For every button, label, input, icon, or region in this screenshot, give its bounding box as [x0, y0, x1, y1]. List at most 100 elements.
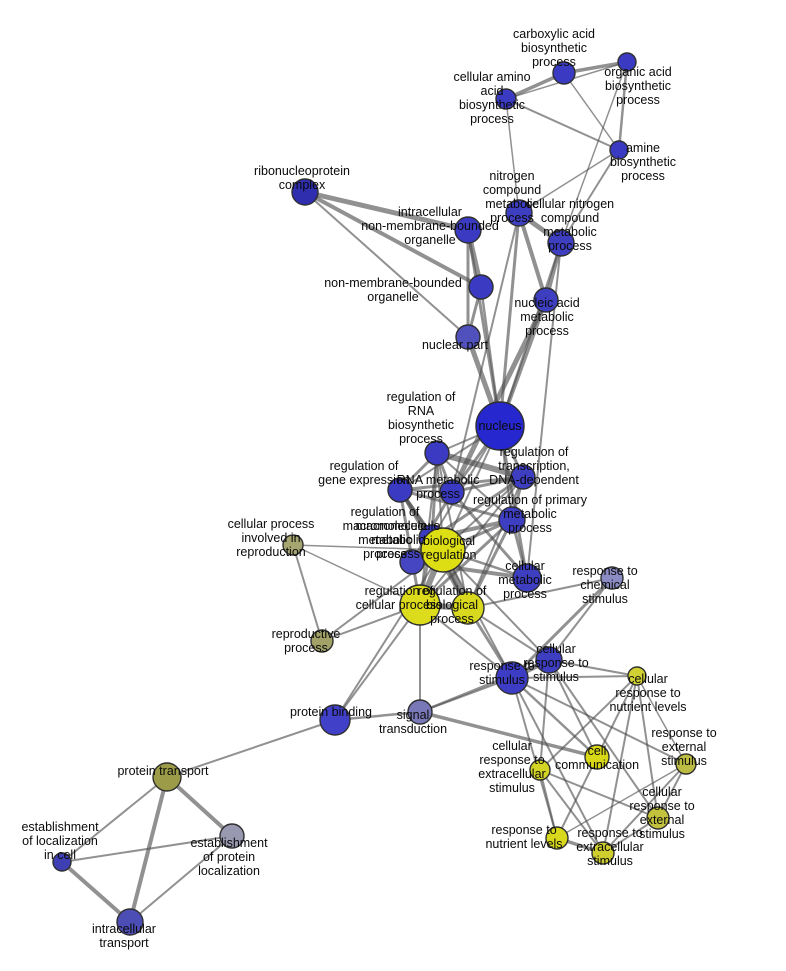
node-label-cell_resp_external-line0: cellular	[642, 785, 682, 799]
node-label-amine-line2: process	[621, 169, 665, 183]
graph-edge-cell_resp_extracell--cell_resp_external	[539, 769, 659, 819]
graph-edge-est_protein_local--intra_transport	[129, 835, 233, 923]
graph-edge-cell_resp_nutrient--resp_external	[636, 675, 687, 765]
graph-edge-cell_proc_repro--bio_reg	[292, 544, 444, 551]
graph-node-nucleic[interactable]	[533, 287, 559, 313]
graph-node-bio_reg[interactable]	[420, 527, 466, 573]
graph-node-cell_metab[interactable]	[512, 563, 542, 593]
graph-edge-protein_transport--est_local_cell	[61, 776, 168, 863]
graph-edge-cell_resp_stim--bio_reg	[442, 549, 550, 661]
node-label-cell_nitrogen-line0: cellular nitrogen	[526, 197, 614, 211]
node-label-resp_external-line0: response to	[651, 726, 716, 740]
node-label-reg_macromol-line2: metabolic	[358, 533, 412, 547]
graph-edge-resp_external--resp_extracell	[602, 763, 687, 854]
graph-edge-ribo--intra_organelle	[302, 189, 471, 233]
node-label-intra_organelle-line2: organelle	[404, 233, 455, 247]
graph-edge-protein_binding--protein_transport	[166, 719, 336, 778]
graph-node-cell_amino[interactable]	[495, 88, 517, 110]
graph-node-nitrogen[interactable]	[505, 199, 533, 227]
graph-node-resp_chem[interactable]	[600, 566, 624, 590]
graph-node-repro_process[interactable]	[310, 629, 334, 653]
node-label-non_mem-line0: non-membrane-bounded	[324, 276, 462, 290]
graph-node-reg_rna_bio[interactable]	[424, 440, 450, 466]
node-label-est_local_cell-line0: establishment	[21, 820, 99, 834]
node-label-reg_rna_bio-line2: biosynthetic	[388, 418, 454, 432]
graph-node-protein_transport[interactable]	[152, 762, 182, 792]
graph-edge-resp_stim--resp_external	[511, 677, 687, 765]
graph-node-intra_organelle[interactable]	[454, 216, 482, 244]
graph-node-reg_primary[interactable]	[498, 506, 526, 534]
graph-edge-cell_resp_nutrient--cell_resp_external	[636, 675, 659, 819]
graph-edge-resp_chem--resp_stim	[510, 576, 614, 680]
graph-edge-cell_amino--nitrogen	[505, 98, 520, 214]
node-label-nitrogen-line1: compound	[483, 183, 541, 197]
graph-node-macromol_metab[interactable]	[399, 549, 425, 575]
graph-edge-amine--nitrogen	[518, 149, 620, 214]
node-layer	[52, 52, 697, 936]
graph-node-signal_transduction[interactable]	[407, 699, 433, 725]
graph-node-nuclear_part[interactable]	[455, 324, 481, 350]
graph-node-nucleus[interactable]	[475, 401, 525, 451]
graph-edge-resp_external--resp_nutrient	[556, 763, 687, 839]
graph-node-reg_transcription[interactable]	[510, 464, 536, 490]
graph-node-cell_resp_stim[interactable]	[535, 646, 563, 674]
graph-node-cell_comm[interactable]	[584, 744, 610, 770]
node-label-amine-line0: amine	[626, 141, 660, 155]
graph-node-cell_resp_extracell[interactable]	[529, 759, 551, 781]
node-label-cell_amino-line0: cellular amino	[453, 70, 530, 84]
graph-edge-cell_proc_repro--reg_cell_proc	[292, 544, 421, 606]
node-label-carboxylic-line0: carboxylic acid	[513, 27, 595, 41]
graph-node-reg_cell_proc[interactable]	[399, 584, 441, 626]
graph-edge-amine--cell_nitrogen	[560, 149, 620, 244]
graph-node-carboxylic[interactable]	[552, 61, 576, 85]
graph-node-reg_gene_expr[interactable]	[387, 477, 413, 503]
graph-node-reg_bio_proc[interactable]	[451, 591, 485, 625]
graph-node-organic[interactable]	[617, 52, 637, 72]
graph-node-est_local_cell[interactable]	[52, 852, 72, 872]
graph-node-resp_extracell[interactable]	[591, 841, 615, 865]
graph-edge-nitrogen--rna_metab	[451, 212, 520, 493]
graph-node-rna_metab[interactable]	[439, 479, 465, 505]
graph-edge-reg_transcription--reg_cell_proc	[419, 476, 524, 606]
graph-node-cell_proc_repro[interactable]	[282, 534, 304, 556]
graph-edge-ribo--non_mem	[303, 190, 483, 289]
graph-node-cell_resp_nutrient[interactable]	[627, 666, 647, 686]
graph-node-non_mem[interactable]	[468, 274, 494, 300]
graph-node-protein_binding[interactable]	[319, 704, 351, 736]
graph-edge-resp_chem--cell_resp_stim	[548, 577, 613, 661]
node-label-organic-line1: biosynthetic	[605, 79, 671, 93]
graph-node-intra_transport[interactable]	[116, 908, 144, 936]
node-label-est_protein_local-line1: of protein	[203, 850, 255, 864]
graph-edge-cell_comm--signal_transduction	[418, 710, 599, 759]
graph-edge-organic--amine	[617, 60, 629, 152]
graph-node-ribo[interactable]	[291, 178, 319, 206]
graph-node-resp_external[interactable]	[675, 753, 697, 775]
node-label-reg_gene_expr-line0: regulation of	[330, 459, 399, 473]
graph-edge-reg_transcription--reg_gene_expr	[398, 475, 525, 492]
node-label-cell_resp_extracell-line3: stimulus	[489, 781, 535, 795]
graph-edge-cell_amino--amine	[505, 98, 620, 151]
graph-edge-rna_metab--cell_metab	[450, 490, 529, 580]
graph-edge-carboxylic--amine	[563, 72, 620, 151]
graph-edge-resp_chem--reg_bio_proc	[467, 577, 613, 609]
edge-layer	[60, 60, 687, 924]
graph-node-amine[interactable]	[609, 140, 629, 160]
graph-node-cell_resp_external[interactable]	[646, 806, 670, 830]
graph-edge-reg_rna_bio--reg_transcription	[434, 450, 526, 480]
node-label-carboxylic-line1: biosynthetic	[521, 41, 587, 55]
graph-edge-cell_resp_nutrient--cell_resp_extracell	[539, 675, 638, 771]
graph-node-est_protein_local[interactable]	[219, 823, 245, 849]
graph-edge-resp_stim--cell_comm	[510, 676, 599, 759]
graph-node-cell_nitrogen[interactable]	[547, 229, 575, 257]
graph-edge-resp_stim--resp_extracell	[511, 677, 604, 854]
graph-edge-cell_proc_repro--repro_process	[292, 544, 323, 642]
node-label-cell_proc_repro-line0: cellular process	[228, 517, 315, 531]
graph-edge-est_local_cell--est_protein_local	[61, 835, 233, 863]
node-label-cell_resp_external-line3: stimulus	[639, 827, 685, 841]
node-label-signal_transduction-line1: transduction	[379, 722, 447, 736]
graph-node-resp_nutrient[interactable]	[545, 826, 569, 850]
node-label-macromol_metab-line1: metabolic	[371, 533, 425, 547]
graph-node-resp_stim[interactable]	[495, 661, 529, 695]
